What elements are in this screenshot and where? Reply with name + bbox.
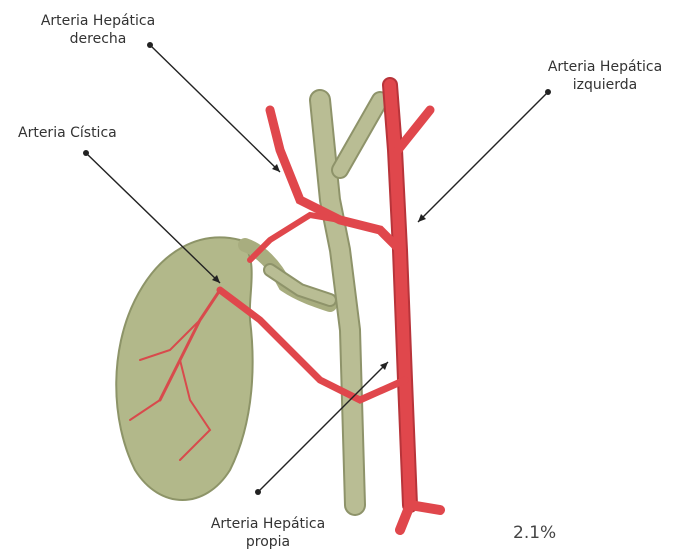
label-line: Arteria Hepática xyxy=(198,515,338,533)
label-line: derecha xyxy=(28,30,168,48)
label-line: Arteria Hepática xyxy=(535,58,675,76)
label-arteria-hepatica-derecha: Arteria Hepática derecha xyxy=(28,12,168,48)
label-line: Arteria Cística xyxy=(18,124,158,142)
label-arteria-hepatica-propia: Arteria Hepática propia xyxy=(198,515,338,551)
label-line: Arteria Hepática xyxy=(28,12,168,30)
label-line: propia xyxy=(198,533,338,551)
percentage-value: 2.1% xyxy=(513,523,556,543)
label-arteria-cistica: Arteria Cística xyxy=(18,124,158,142)
label-arteria-hepatica-izquierda: Arteria Hepática izquierda xyxy=(535,58,675,94)
gallbladder xyxy=(116,238,330,501)
label-line: izquierda xyxy=(535,76,675,94)
